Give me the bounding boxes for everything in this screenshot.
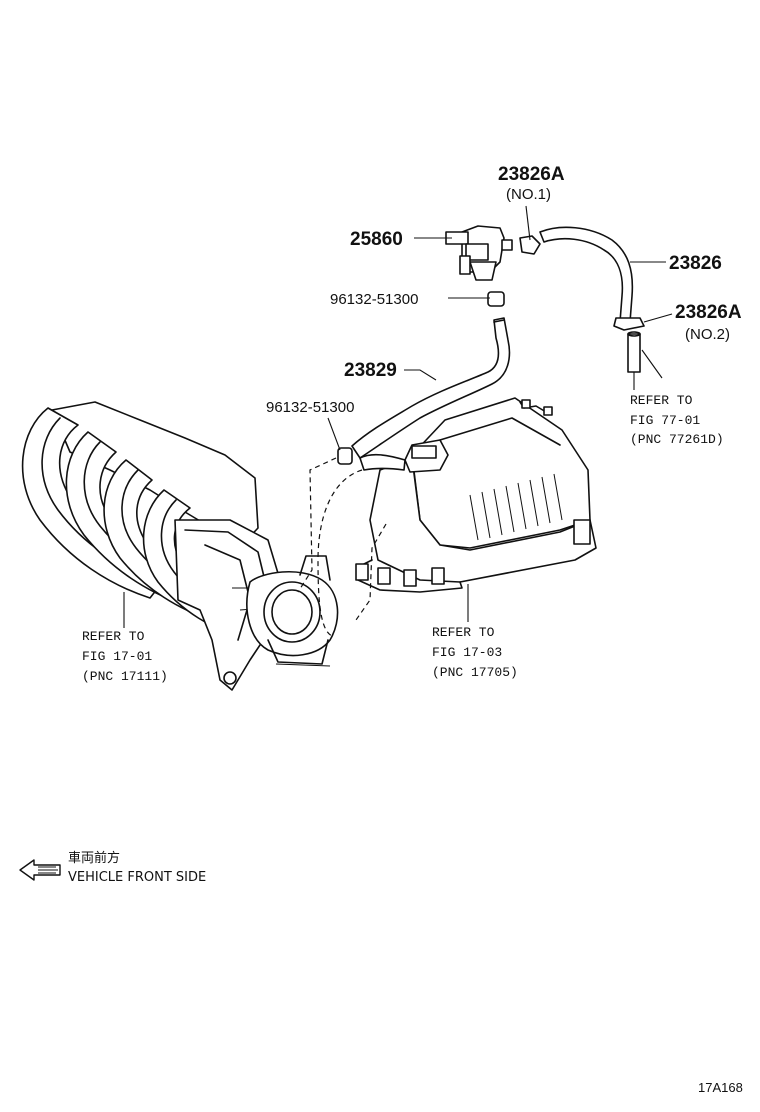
reference-line3: (PNC 77261D) (630, 432, 724, 447)
reference-fig-77-01[interactable]: REFER TO FIG 77-01 (PNC 77261D) (630, 393, 724, 447)
reference-line3: (PNC 17111) (82, 669, 168, 684)
reference-line1: REFER TO (432, 625, 495, 640)
reference-line1: REFER TO (630, 393, 693, 408)
leader-lines (123, 205, 673, 628)
reference-line2: FIG 77-01 (630, 413, 700, 428)
reference-line2: FIG 17-01 (82, 649, 152, 664)
intake-manifold-drawing (21, 401, 339, 691)
part-23829-label[interactable]: 23829 (344, 360, 397, 381)
part-25860-label[interactable]: 25860 (350, 229, 403, 250)
part-23826a-no1-note: (NO.1) (506, 186, 551, 203)
part-96132-51300-upper-label[interactable]: 96132-51300 (330, 291, 418, 308)
part-23826a-no2-note: (NO.2) (685, 326, 730, 343)
hose-assembly-drawing (297, 225, 645, 637)
reference-line1: REFER TO (82, 629, 145, 644)
air-cleaner-drawing (355, 397, 597, 593)
figure-code: 17A168 (698, 1080, 743, 1095)
part-23826-label[interactable]: 23826 (669, 253, 722, 274)
reference-line2: FIG 17-03 (432, 645, 502, 660)
part-23826a-no1-label[interactable]: 23826A (498, 164, 565, 185)
vehicle-front-indicator: 車両前方 VEHICLE FRONT SIDE (19, 850, 206, 885)
reference-line3: (PNC 17705) (432, 665, 518, 680)
front-side-japanese: 車両前方 (68, 850, 120, 866)
reference-fig-17-03[interactable]: REFER TO FIG 17-03 (PNC 17705) (432, 625, 518, 680)
part-23826a-no2-label[interactable]: 23826A (675, 302, 742, 323)
reference-fig-17-01[interactable]: REFER TO FIG 17-01 (PNC 17111) (82, 629, 168, 684)
part-96132-51300-lower-label[interactable]: 96132-51300 (266, 399, 354, 416)
front-side-label: VEHICLE FRONT SIDE (68, 870, 206, 885)
